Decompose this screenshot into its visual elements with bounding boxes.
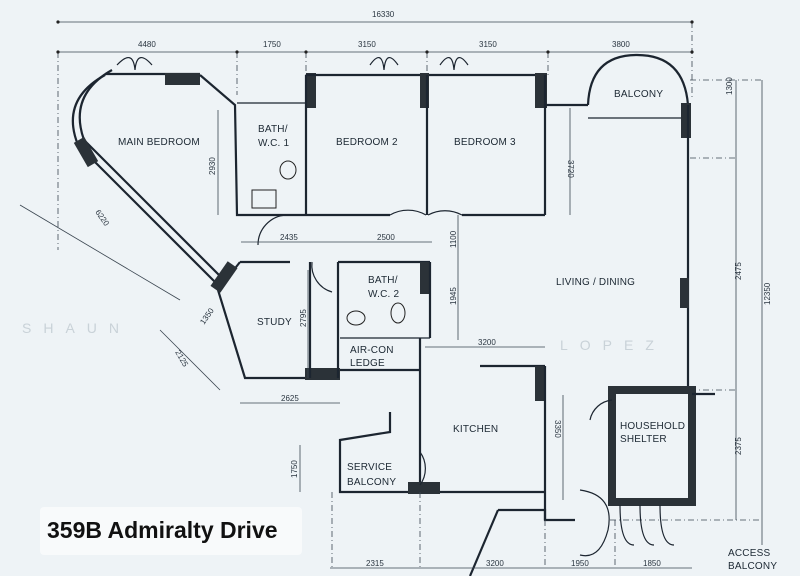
dim-bottom-2: 3200 xyxy=(486,559,504,568)
room-access-balcony-line2: BALCONY xyxy=(728,561,777,572)
room-bath-wc2-line1: BATH/ xyxy=(368,275,398,286)
dim-bottom-4: 1850 xyxy=(643,559,661,568)
dim-2375: 2375 xyxy=(734,437,743,455)
dim-top-2: 1750 xyxy=(263,40,281,49)
room-service-balcony-line2: BALCONY xyxy=(347,477,396,488)
room-study: STUDY xyxy=(257,317,292,328)
dim-1350: 1350 xyxy=(198,306,216,326)
room-bath-wc2-line2: W.C. 2 xyxy=(368,289,399,300)
dim-1750: 1750 xyxy=(290,460,299,478)
dim-12350: 12350 xyxy=(763,282,772,305)
room-bath-wc1-line2: W.C. 1 xyxy=(258,138,289,149)
dim-bottom-3: 1950 xyxy=(571,559,589,568)
room-household-shelter-line1: HOUSEHOLD xyxy=(620,421,685,432)
dim-2475: 2475 xyxy=(734,262,743,280)
room-balcony: BALCONY xyxy=(614,89,663,100)
dim-top-1: 4480 xyxy=(138,40,156,49)
address-title: 359B Admiralty Drive xyxy=(47,517,278,543)
dim-2125: 2125 xyxy=(173,349,190,369)
watermark-right: LOPEZ xyxy=(560,337,666,353)
right-dimensions xyxy=(610,79,763,545)
dim-3720: 3720 xyxy=(566,160,575,178)
room-household-shelter-line2: SHELTER xyxy=(620,434,667,445)
dim-top-3: 3150 xyxy=(358,40,376,49)
dim-2500: 2500 xyxy=(377,233,395,242)
walls xyxy=(71,53,715,576)
dim-2625: 2625 xyxy=(281,394,299,403)
top-dimensions xyxy=(56,20,694,250)
dim-top-5: 3800 xyxy=(612,40,630,49)
dim-1945: 1945 xyxy=(449,287,458,305)
room-aircon-line2: LEDGE xyxy=(350,358,385,369)
inner-dimensions xyxy=(19,108,692,569)
room-service-balcony-line1: SERVICE xyxy=(347,462,392,473)
dim-6220: 6220 xyxy=(93,208,111,228)
dim-2795: 2795 xyxy=(299,309,308,327)
dim-1100: 1100 xyxy=(449,230,458,248)
dim-2930: 2930 xyxy=(208,157,217,175)
room-bedroom-2: BEDROOM 2 xyxy=(336,137,398,148)
room-kitchen: KITCHEN xyxy=(453,424,498,435)
dim-3350: 3350 xyxy=(553,420,562,438)
room-main-bedroom: MAIN BEDROOM xyxy=(118,137,200,148)
dim-bottom-1: 2315 xyxy=(366,559,384,568)
room-bedroom-3: BEDROOM 3 xyxy=(454,137,516,148)
dim-total-width: 16330 xyxy=(372,10,395,19)
room-bath-wc1-line1: BATH/ xyxy=(258,124,288,135)
dim-3200-kitchen: 3200 xyxy=(478,338,496,347)
room-access-balcony-line1: ACCESS xyxy=(728,548,770,559)
dim-top-4: 3150 xyxy=(479,40,497,49)
room-aircon-line1: AIR-CON xyxy=(350,345,394,356)
watermark-left: SHAUN xyxy=(22,320,131,336)
dim-1300: 1300 xyxy=(725,77,734,95)
address-label: 359B Admiralty Drive xyxy=(40,507,302,555)
room-living-dining: LIVING / DINING xyxy=(556,277,635,288)
dim-2435: 2435 xyxy=(280,233,298,242)
